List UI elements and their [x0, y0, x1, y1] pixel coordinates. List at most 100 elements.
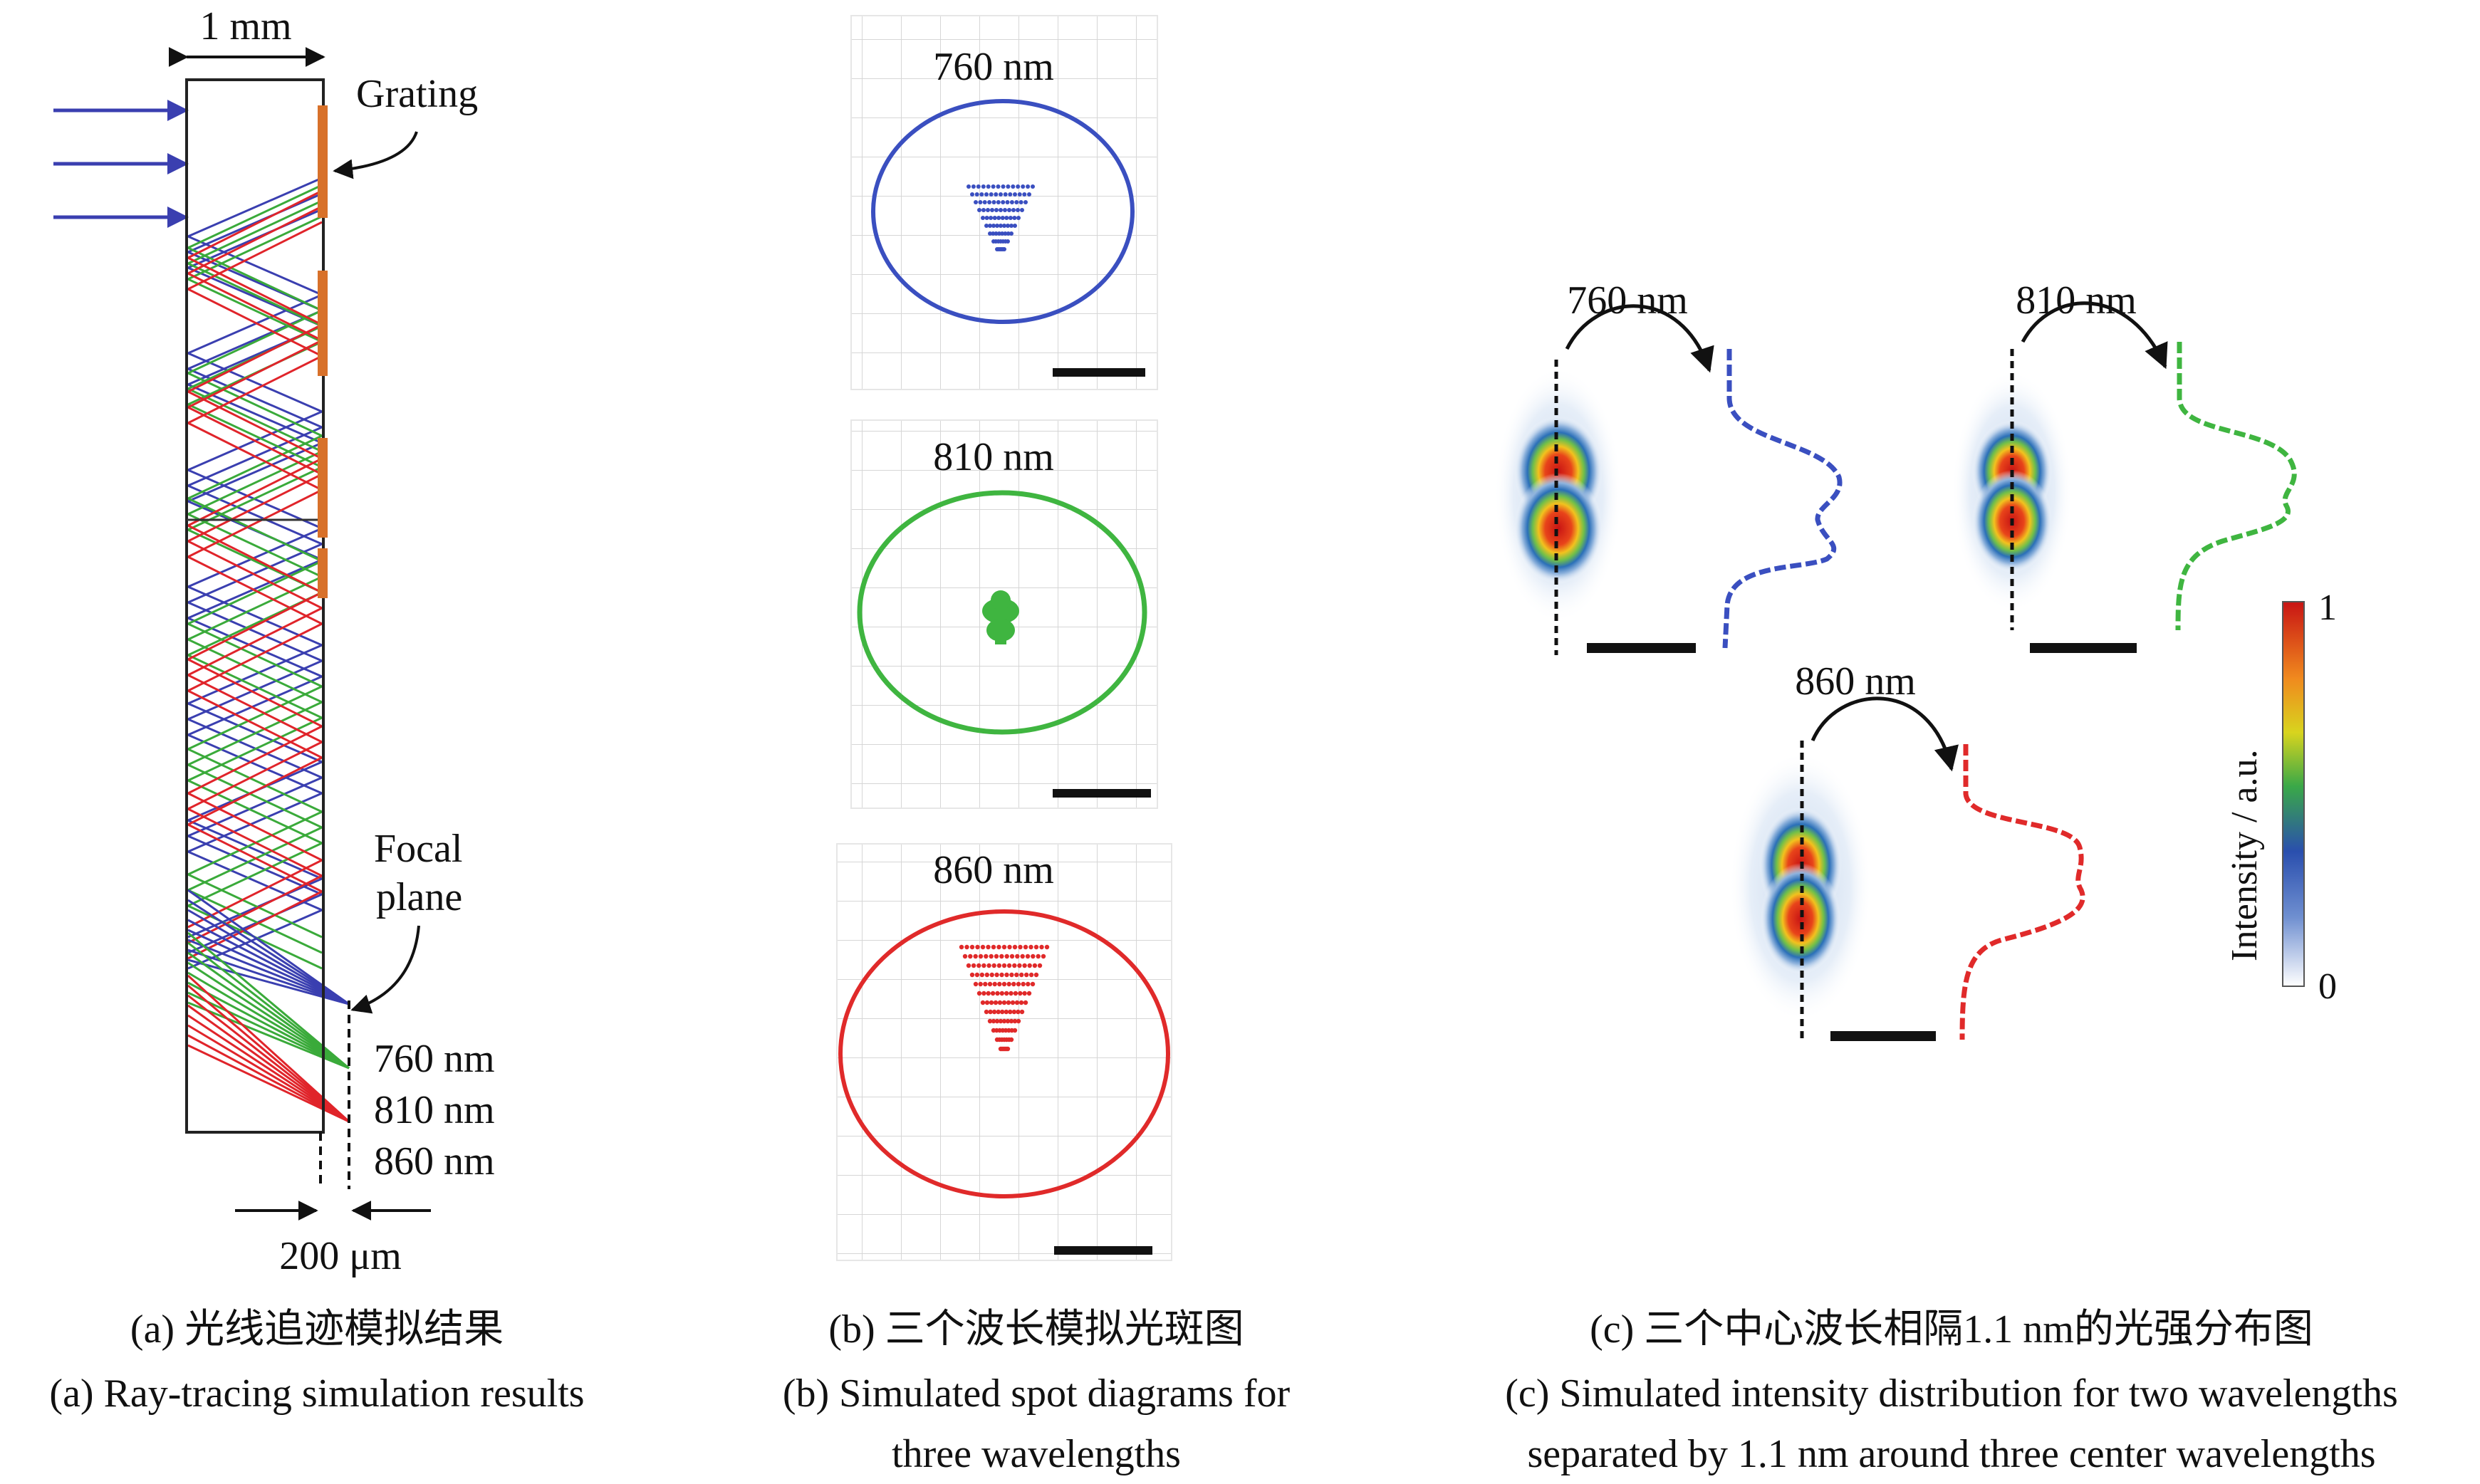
spot-dot	[983, 981, 988, 987]
spot-dot	[976, 991, 982, 996]
spot-dot	[1026, 981, 1031, 987]
spot-dot	[970, 192, 974, 197]
airy-circle-810	[857, 490, 1147, 735]
focal-label-line2: plane	[376, 875, 462, 919]
spot-dot	[1007, 944, 1012, 950]
spot-dot	[1041, 953, 1046, 959]
spot-dot	[1032, 963, 1038, 968]
spot-label-810: 810 nm	[933, 435, 1054, 479]
spot-dot	[996, 231, 1001, 236]
profile-760	[1722, 349, 1843, 649]
spot-dot	[989, 953, 994, 959]
spot-dot	[994, 208, 999, 212]
spot-dot	[981, 208, 986, 212]
spot-dot	[986, 208, 990, 212]
spot-dot	[1018, 991, 1023, 996]
scale-bar-c2	[2030, 643, 2137, 653]
spot-dot	[1003, 192, 1008, 197]
spot-dot	[1025, 953, 1031, 959]
spot-dot	[994, 231, 999, 236]
spot-dot	[1004, 216, 1009, 220]
spot-dot	[991, 1018, 996, 1024]
spot-dot	[974, 192, 979, 197]
spot-dot	[1022, 963, 1027, 968]
spot-dot	[1031, 184, 1035, 189]
panel-b-spot-diagrams: 760 nm 810 nm 860 nm	[783, 15, 1291, 1476]
spot-dot	[996, 1009, 1001, 1015]
spot-dot	[991, 1009, 997, 1015]
spot-dot	[984, 953, 989, 959]
spot-dot	[1011, 981, 1016, 987]
spot-dot	[997, 981, 1002, 987]
spot-dot	[982, 200, 987, 204]
spot-dot	[991, 944, 996, 950]
spot-dot	[989, 192, 994, 197]
spot-dot	[984, 1009, 989, 1015]
spot-dot	[1004, 1009, 1009, 1015]
spot-dot	[1001, 1018, 1007, 1024]
spot-dot	[999, 224, 1003, 228]
spot-dot	[1019, 972, 1024, 978]
wavelength-label-860: 860 nm	[374, 1139, 495, 1183]
scale-bar-b3	[1054, 1246, 1152, 1255]
spot-dot	[1011, 184, 1016, 189]
scale-bar-b2	[1053, 789, 1151, 798]
spot-dot	[1016, 981, 1021, 987]
grating-strips	[318, 105, 328, 598]
scale-bar-c3	[1830, 1031, 1936, 1041]
wavelength-label-760: 760 nm	[374, 1037, 495, 1081]
spot-dot	[1007, 208, 1011, 212]
spot-dot	[969, 972, 975, 978]
spot-dot	[1001, 1000, 1007, 1005]
spot-dot	[987, 981, 993, 987]
spot-dot	[1013, 991, 1018, 996]
spot-dot	[971, 963, 976, 968]
spot-dot	[1033, 944, 1039, 950]
spot-dot	[1008, 216, 1013, 220]
spot-dot	[988, 1009, 993, 1015]
spot-dot	[984, 224, 989, 228]
spot-dot	[1018, 944, 1023, 950]
spot-dot	[994, 953, 999, 959]
spot-dot	[976, 963, 981, 968]
spot-diagram-860: 860 nm	[836, 843, 1172, 1261]
caption-c-en-line2: separated by 1.1 nm around three center …	[1527, 1432, 2375, 1476]
spot-dot	[1022, 991, 1027, 996]
spot-dot	[1018, 1000, 1024, 1005]
spot-dot	[984, 972, 990, 978]
spot-dot	[1006, 239, 1010, 244]
spot-dot	[1006, 224, 1010, 228]
profile-810	[2175, 342, 2297, 631]
spot-dot	[978, 981, 983, 987]
caption-b-en-line2: three wavelengths	[892, 1432, 1181, 1476]
spot-dot	[1021, 184, 1026, 189]
spot-dot	[1026, 991, 1032, 996]
spot-dot	[1011, 1009, 1017, 1015]
spot-diagram-760: 760 nm	[850, 15, 1158, 390]
spot-dot	[979, 972, 985, 978]
spot-dot	[1011, 208, 1016, 212]
spot-dot	[1012, 1028, 1018, 1033]
spot-dot	[1023, 944, 1028, 950]
substrate-block	[185, 78, 325, 1134]
spot-dot	[1014, 1000, 1020, 1005]
spot-dot	[1022, 192, 1027, 197]
spot-dot	[1027, 963, 1032, 968]
focused-ray	[187, 951, 350, 1070]
width-label: 1 mm	[199, 4, 291, 48]
spot-dot	[1018, 200, 1023, 204]
spot-dot	[984, 1000, 990, 1005]
ray-path	[185, 177, 325, 939]
spot-dot	[1004, 991, 1009, 996]
spot-dot	[1009, 1037, 1014, 1043]
spot-dot	[1013, 192, 1017, 197]
spot-dot	[994, 1018, 1000, 1024]
intensity-map-760: 760 nm	[1494, 278, 1843, 655]
spot-dot	[1024, 972, 1029, 978]
wavelength-label-810: 810 nm	[374, 1088, 495, 1132]
ray-path	[185, 205, 325, 944]
spot-dot	[1001, 963, 1007, 968]
spot-dot	[979, 192, 984, 197]
spot-dot	[991, 963, 996, 968]
spot-dot	[986, 991, 991, 996]
